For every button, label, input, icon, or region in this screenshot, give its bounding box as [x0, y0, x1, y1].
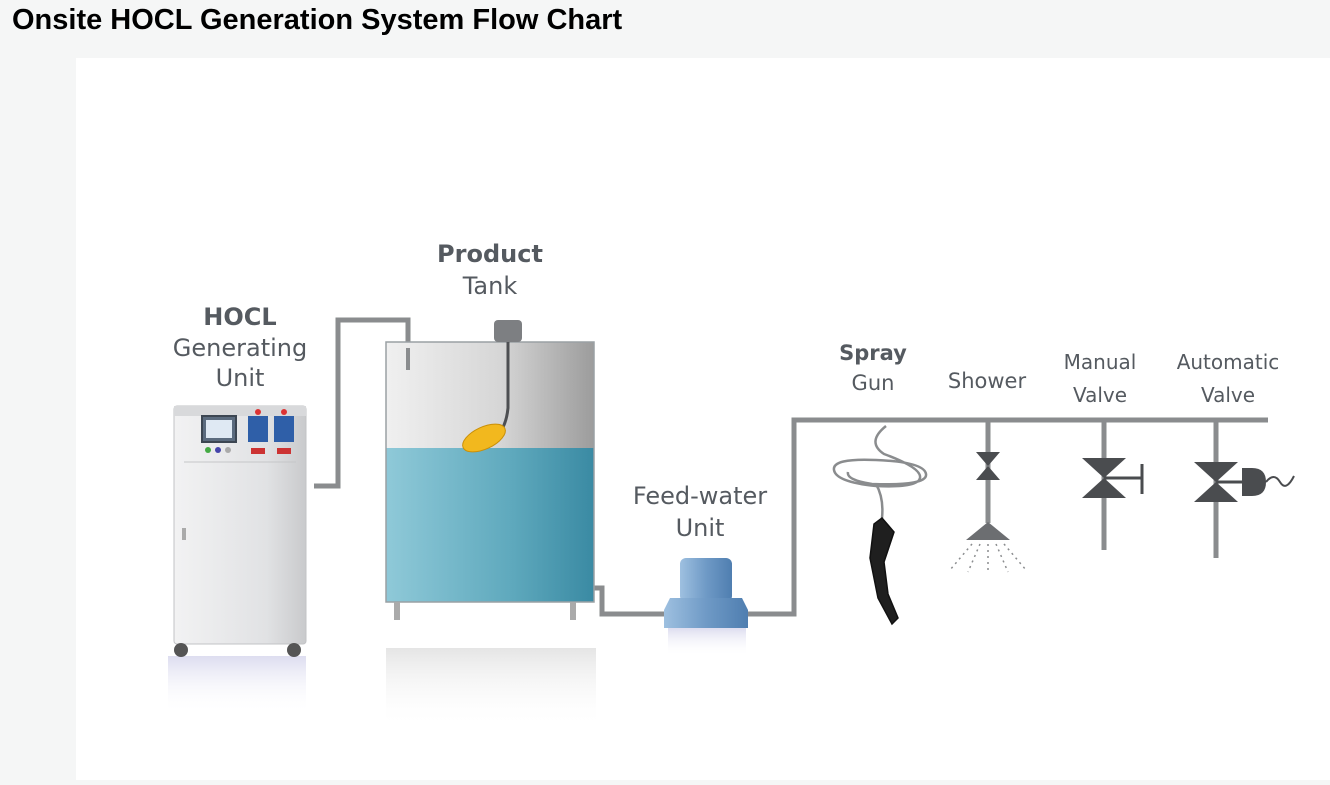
- spray-gun-label-line1: Spray: [839, 341, 907, 365]
- level-sensor-cap: [494, 320, 522, 342]
- valve-icon: [1082, 478, 1126, 498]
- hocl-unit-label-line1: HOCL: [203, 303, 276, 331]
- diagram-canvas: HOCL Generating Unit Product Tank Feed-w…: [76, 58, 1330, 780]
- diagram-labels: HOCL Generating Unit Product Tank Feed-w…: [173, 240, 1280, 542]
- page-title: Onsite HOCL Generation System Flow Chart: [12, 4, 623, 36]
- manual-valve-label-line1: Manual: [1064, 350, 1137, 374]
- manual-valve: [1082, 458, 1144, 498]
- valve-icon: [1194, 482, 1238, 502]
- spray-gun-icon: [869, 516, 899, 626]
- caster-right: [287, 643, 301, 657]
- cabinet-meter-1: [248, 416, 268, 442]
- feed-water-unit: [664, 558, 748, 656]
- product-tank-label-line2: Tank: [462, 272, 518, 300]
- pump-icon: [664, 598, 748, 628]
- product-tank: [385, 320, 596, 728]
- shower-label: Shower: [948, 369, 1027, 393]
- cabinet-meter-2: [274, 416, 294, 442]
- caster-left: [174, 643, 188, 657]
- cabinet-reflection: [168, 656, 306, 714]
- automatic-valve-label-line2: Valve: [1201, 383, 1255, 407]
- spray-gun-label-line2: Gun: [852, 371, 895, 395]
- pipe-pump-to-header: [746, 417, 1268, 617]
- tank-icon: [386, 448, 594, 602]
- flow-diagram: HOCL Generating Unit Product Tank Feed-w…: [168, 240, 1295, 728]
- signal-wave: [1265, 475, 1295, 487]
- feed-water-label-line1: Feed-water: [633, 482, 767, 510]
- hocl-unit-label-line2: Generating: [173, 334, 307, 362]
- hocl-generating-unit: [168, 405, 307, 714]
- valve-icon: [976, 452, 1000, 466]
- shower-head-icon: [966, 522, 1010, 540]
- automatic-valve-label-line1: Automatic: [1177, 350, 1280, 374]
- hose-icon: [832, 425, 928, 488]
- float-switch-icon: [462, 423, 506, 453]
- actuator-icon: [1242, 468, 1266, 496]
- spray-gun: [832, 425, 928, 626]
- automatic-valve: [1194, 462, 1295, 502]
- pipe-tank-to-pump: [594, 585, 668, 617]
- shower: [949, 452, 1027, 574]
- feed-water-label-line2: Unit: [676, 514, 725, 542]
- product-tank-label-line1: Product: [437, 240, 543, 268]
- tank-reflection: [386, 648, 596, 728]
- hocl-unit-label-line3: Unit: [216, 364, 265, 392]
- manual-valve-label-line2: Valve: [1073, 383, 1127, 407]
- pipe-hocl-to-tank: [314, 317, 411, 489]
- shower-spray: [949, 543, 1027, 574]
